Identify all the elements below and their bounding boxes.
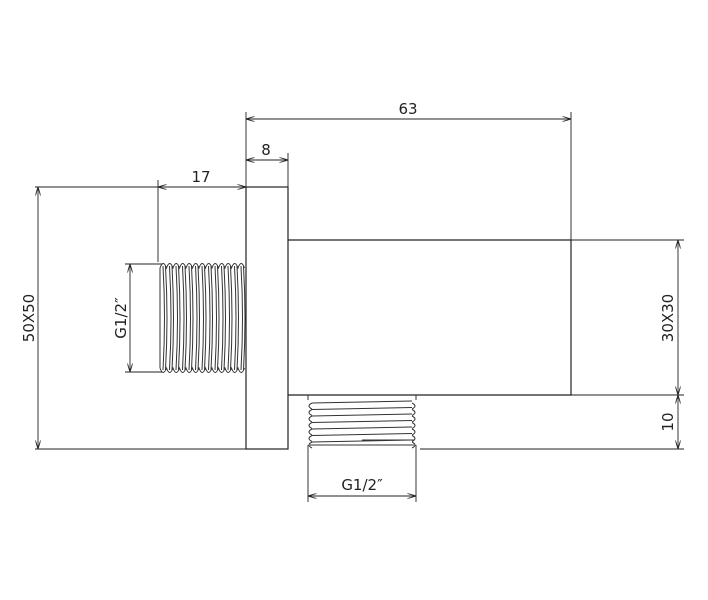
thread-line — [221, 265, 224, 371]
dim-50x50-label: 50X50 — [20, 294, 38, 342]
thread-crest — [308, 409, 416, 416]
thread-line — [165, 265, 168, 371]
thread-line — [230, 265, 233, 371]
thread-line — [184, 265, 187, 371]
thread-line — [240, 265, 243, 371]
thread-line — [227, 265, 230, 371]
thread-crest — [308, 415, 416, 423]
thread-crest — [308, 402, 416, 410]
thread-crest — [308, 428, 416, 436]
thread-line — [201, 265, 204, 371]
extension-lines — [35, 112, 684, 502]
dim-8-label: 8 — [261, 141, 271, 159]
thread-line — [210, 265, 213, 371]
square-tube — [288, 239, 572, 396]
dimension-lines — [38, 119, 678, 496]
thread-line — [188, 265, 191, 371]
thread-line — [208, 265, 211, 371]
thread-line — [171, 265, 174, 371]
thread-line — [217, 265, 220, 371]
thread-crest — [308, 441, 416, 449]
thread-line — [178, 265, 181, 371]
thread-line — [311, 426, 413, 430]
thread-line — [311, 420, 413, 423]
bottom-thread — [307, 395, 417, 449]
dim-10-label: 10 — [659, 412, 677, 431]
thread-end — [310, 439, 414, 446]
dim-thread-bottom-label: G1/2″ — [341, 476, 383, 494]
dim-30x30-label: 30X30 — [659, 294, 677, 342]
thread-line — [311, 400, 413, 404]
thread-neck — [307, 395, 417, 400]
thread-line — [204, 265, 207, 371]
thread-line — [243, 265, 246, 371]
thread-line — [223, 265, 226, 371]
thread-line — [182, 265, 185, 371]
thread-line — [311, 433, 413, 436]
thread-line — [191, 265, 194, 371]
thread-line — [169, 265, 172, 371]
thread-line — [175, 265, 178, 371]
thread-line — [234, 265, 237, 371]
thread-line — [311, 413, 413, 417]
dim-thread-left-label: G1/2″ — [112, 297, 130, 339]
dim-63-label: 63 — [398, 100, 417, 118]
thread-crest — [308, 422, 416, 429]
thread-line — [197, 265, 200, 371]
thread-line — [311, 407, 413, 410]
dim-17-label: 17 — [191, 168, 210, 186]
left-thread — [159, 263, 246, 373]
thread-line — [214, 265, 217, 371]
thread-crest — [308, 435, 416, 442]
thread-line — [236, 265, 239, 371]
mounting-plate — [245, 186, 289, 450]
thread-line — [162, 265, 165, 371]
thread-line — [195, 265, 198, 371]
